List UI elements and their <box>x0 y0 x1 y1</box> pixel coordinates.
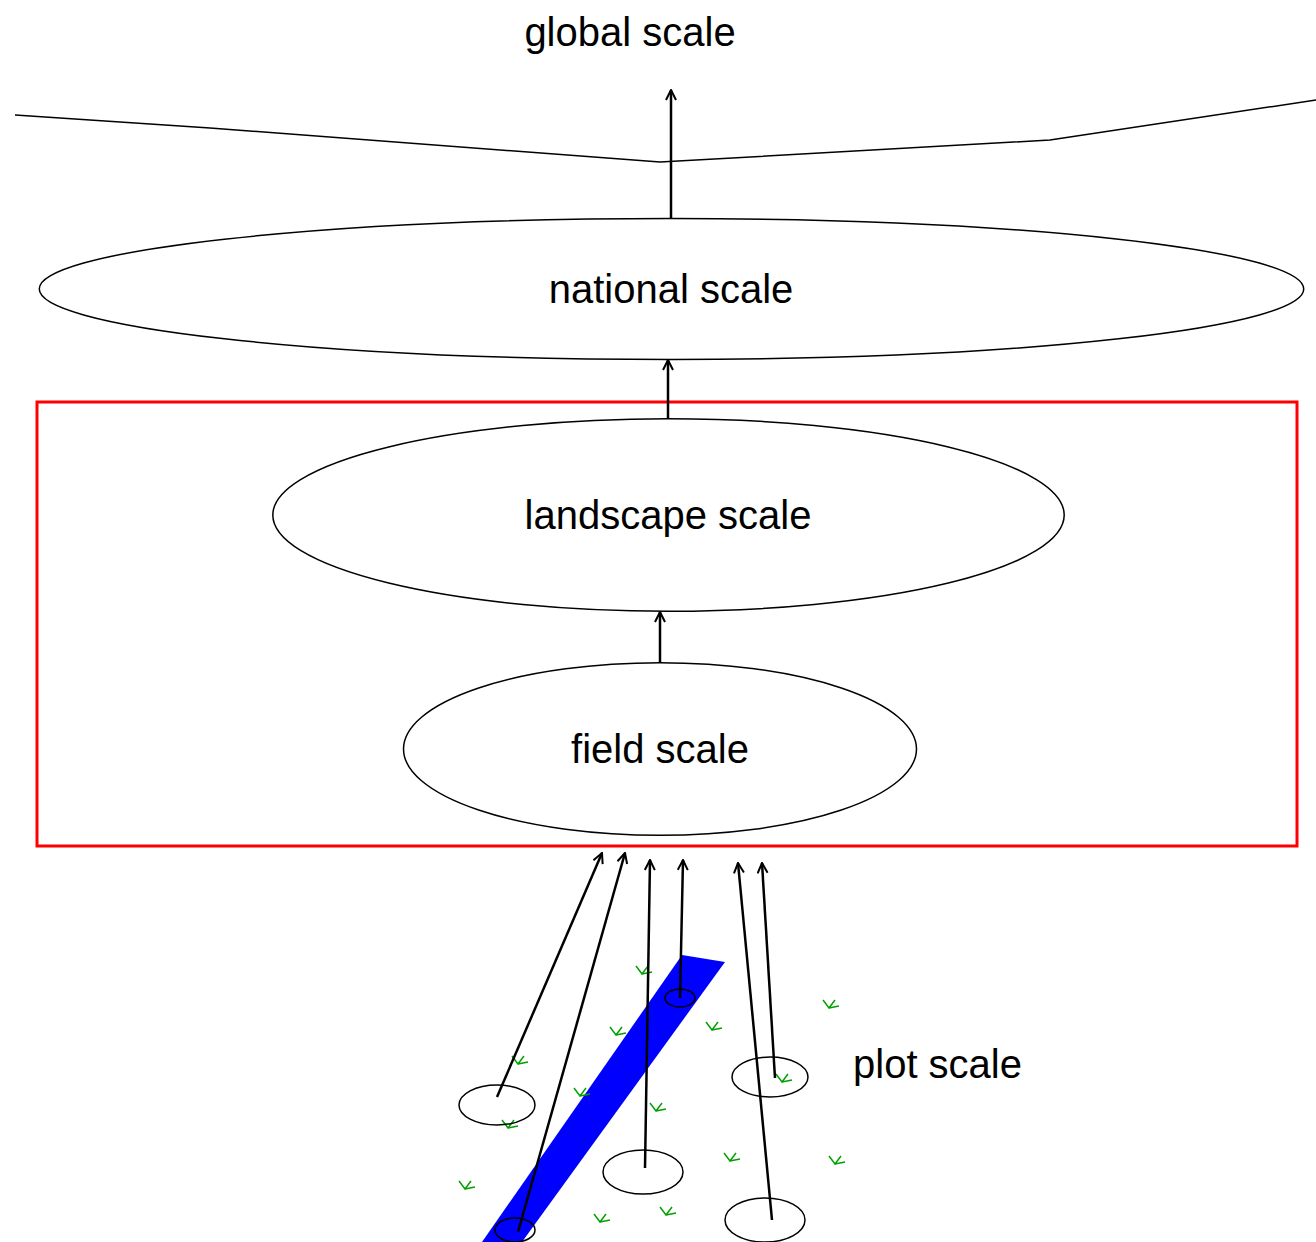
plot-arrows <box>497 853 775 1232</box>
global-boundary-line <box>15 100 1316 162</box>
ellipse-path <box>404 663 917 836</box>
field-ellipse: field scale <box>403 662 917 836</box>
scale-label: landscape scale <box>525 493 812 537</box>
scale-label: field scale <box>571 727 749 771</box>
scale-arrow <box>659 612 662 662</box>
stream-band <box>482 955 725 1242</box>
national-ellipse: national scale <box>38 218 1305 360</box>
global-band: global scale <box>430 0 830 90</box>
scale-arrow <box>670 90 673 218</box>
focus-frame <box>37 402 1297 846</box>
plot-circles <box>459 989 808 1242</box>
scale-label: global scale <box>524 10 735 54</box>
scale-label: national scale <box>549 267 794 311</box>
landscape-ellipse: landscape scale <box>272 418 1065 612</box>
ellipse-path <box>272 419 1063 611</box>
ellipse-path <box>39 219 1303 360</box>
scale-arrow <box>667 360 670 418</box>
plot-label: plot scale <box>853 1042 1022 1086</box>
grass-marks <box>459 966 845 1222</box>
